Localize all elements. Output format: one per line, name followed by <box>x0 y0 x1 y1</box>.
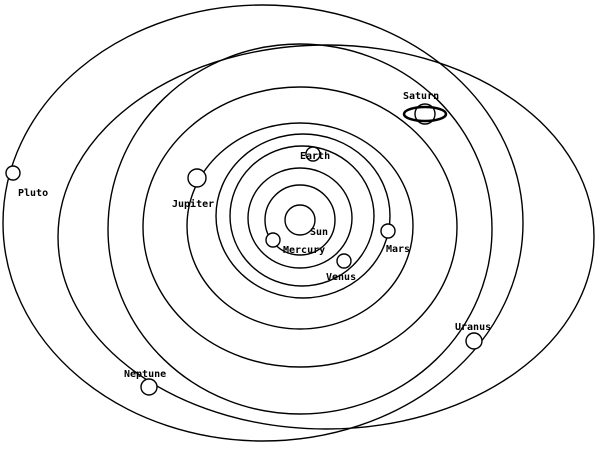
saturn-body <box>414 103 436 125</box>
sun: Sun <box>284 204 328 238</box>
jupiter-body <box>187 168 207 188</box>
planet-label-mars: Mars <box>386 244 410 255</box>
neptune-body <box>140 378 158 396</box>
mars-orbit <box>215 133 391 299</box>
uranus-body <box>465 332 483 350</box>
planet-neptune: Neptune <box>124 369 166 396</box>
venus-orbit <box>247 167 353 269</box>
planet-venus: Venus <box>326 253 356 283</box>
sun-body <box>284 204 316 236</box>
planet-label-neptune: Neptune <box>124 369 166 380</box>
sun-label: Sun <box>310 227 328 238</box>
earth-orbit <box>229 145 375 287</box>
planet-label-uranus: Uranus <box>455 322 491 333</box>
uranus-orbit <box>107 43 493 415</box>
planet-saturn: Saturn <box>402 91 448 125</box>
planet-label-mercury: Mercury <box>283 245 325 256</box>
earth-body <box>305 146 321 162</box>
pluto-orbit <box>2 4 524 442</box>
planet-label-saturn: Saturn <box>403 91 439 102</box>
neptune-orbit <box>57 44 595 430</box>
planet-label-pluto: Pluto <box>18 188 48 199</box>
planet-earth: Earth <box>300 146 330 162</box>
saturn-orbit <box>142 86 458 368</box>
planet-mercury: Mercury <box>265 232 325 256</box>
planet-jupiter: Jupiter <box>172 168 214 210</box>
planet-label-jupiter: Jupiter <box>172 198 214 210</box>
mars-body <box>380 223 396 239</box>
mercury-body <box>265 232 281 248</box>
pluto-body <box>5 165 21 181</box>
planet-label-earth: Earth <box>300 151 330 162</box>
planet-label-venus: Venus <box>326 272 356 283</box>
jupiter-orbit <box>186 122 414 330</box>
planet-mars: Mars <box>380 223 410 255</box>
planet-uranus: Uranus <box>455 322 491 350</box>
orbits <box>2 4 595 442</box>
planet-pluto: Pluto <box>5 165 48 199</box>
saturn-ring <box>402 105 448 123</box>
venus-body <box>336 253 352 269</box>
mercury-orbit <box>264 184 336 256</box>
